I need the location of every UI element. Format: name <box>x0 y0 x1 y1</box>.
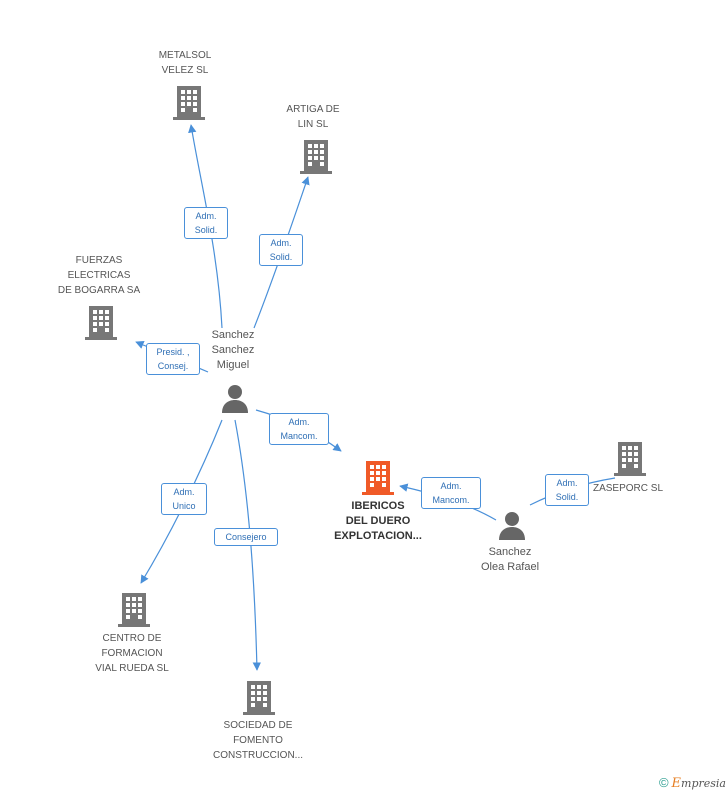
edge-label-centro[interactable]: Adm. Unico <box>161 483 207 515</box>
edge-label-olea-ibericos[interactable]: Adm. Mancom. <box>421 477 481 509</box>
ibericos-building-icon[interactable] <box>362 459 394 495</box>
fuerzas-building-icon[interactable] <box>85 304 117 340</box>
sanchez-miguel-person-icon[interactable] <box>220 383 250 413</box>
edge-label-olea-zaseporc[interactable]: Adm. Solid. <box>545 474 589 506</box>
centro-building-icon[interactable] <box>118 591 150 627</box>
sanchez-olea-label[interactable]: Sanchez Olea Rafael <box>480 546 540 573</box>
metalsol-building-icon[interactable] <box>173 84 205 120</box>
edge-label-metalsol[interactable]: Adm. Solid. <box>184 207 228 239</box>
ibericos-label[interactable]: IBERICOS DEL DUERO EXPLOTACION... <box>334 500 422 542</box>
edge-label-ibericos[interactable]: Adm. Mancom. <box>269 413 329 445</box>
artiga-building-icon[interactable] <box>300 138 332 174</box>
centro-label[interactable]: CENTRO DE FORMACION VIAL RUEDA SL <box>95 633 169 674</box>
copyright-symbol: © <box>658 775 669 790</box>
sociedad-building-icon[interactable] <box>243 679 275 715</box>
metalsol-label[interactable]: METALSOL VELEZ SL <box>158 50 212 76</box>
edge-label-sociedad[interactable]: Consejero <box>214 528 278 546</box>
edge-label-fuerzas[interactable]: Presid. , Consej. <box>146 343 200 375</box>
sociedad-label[interactable]: SOCIEDAD DE FOMENTO CONSTRUCCION... <box>213 720 303 761</box>
brand-initial: E <box>671 776 682 791</box>
sanchez-miguel-label[interactable]: Sanchez Sanchez Miguel <box>211 329 255 371</box>
brand-name: mpresia <box>681 777 726 790</box>
zaseporc-building-icon[interactable] <box>614 440 646 476</box>
zaseporc-label[interactable]: ZASEPORC SL <box>592 483 664 494</box>
fuerzas-label[interactable]: FUERZAS ELECTRICAS DE BOGARRA SA <box>57 255 141 296</box>
edge-label-artiga[interactable]: Adm. Solid. <box>259 234 303 266</box>
sanchez-olea-person-icon[interactable] <box>497 510 527 540</box>
artiga-label[interactable]: ARTIGA DE LIN SL <box>286 104 340 130</box>
empresia-watermark[interactable]: ©Empresia <box>659 775 726 791</box>
